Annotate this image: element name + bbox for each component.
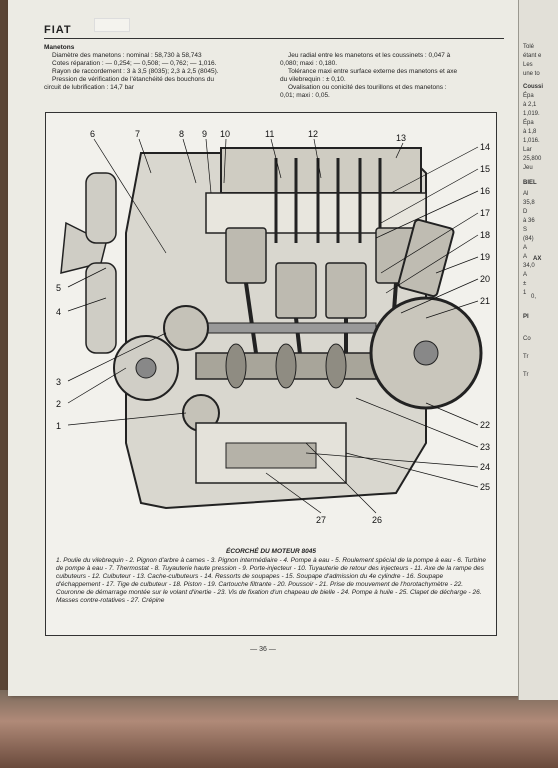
- callout-16: 16: [480, 186, 490, 196]
- brand-header: FIAT: [44, 24, 72, 36]
- callout-17: 17: [480, 208, 490, 218]
- text-line: Tolé: [523, 44, 535, 50]
- text-line: 1,016.: [523, 138, 540, 144]
- caption-title: ÉCORCHÉ DU MOTEUR 8045: [226, 548, 316, 555]
- text-line: Jeu: [523, 165, 533, 171]
- section-heading: Manetons: [44, 44, 75, 51]
- text-line: Ovalisation ou conicité des tourillons e…: [288, 84, 447, 91]
- text-line: étant e: [523, 53, 542, 59]
- callout-5: 5: [56, 283, 61, 293]
- text-line: (84): [523, 236, 534, 242]
- callout-7: 7: [135, 129, 140, 139]
- text-line: une to: [523, 71, 540, 77]
- text-line: du vilebrequin : ± 0,10.: [280, 76, 346, 83]
- text-line: circuit de lubrification : 14,7 bar: [44, 84, 134, 91]
- brand-logo: [94, 18, 130, 32]
- callout-9: 9: [202, 129, 207, 139]
- callout-21: 21: [480, 296, 490, 306]
- text-line: BIEL: [523, 180, 537, 186]
- callout-26: 26: [372, 515, 382, 525]
- text-line: 35,8: [523, 200, 535, 206]
- callout-12: 12: [308, 129, 318, 139]
- text-line: D: [523, 209, 528, 215]
- text-line: 0,: [531, 294, 537, 300]
- callout-27: 27: [316, 515, 326, 525]
- text-line: A: [523, 245, 528, 251]
- text-line: A: [523, 272, 528, 278]
- book-page: FIAT Manetons Diamètre des manetons : no…: [8, 0, 518, 696]
- text-line: Diamètre des manetons : nominal : 58,730…: [52, 52, 202, 59]
- text-line: à 36: [523, 218, 535, 224]
- text-line: Tolérance maxi entre surface externe des…: [288, 68, 458, 75]
- callout-6: 6: [90, 129, 95, 139]
- callout-22: 22: [480, 420, 490, 430]
- text-line: 1,019.: [523, 111, 540, 117]
- table-surface: [0, 690, 558, 768]
- callout-20: 20: [480, 274, 490, 284]
- header-rule: [44, 38, 504, 39]
- facing-page: Tolé étant e Les une to Coussi Épa à 2,1…: [518, 0, 558, 700]
- text-line: Épa: [523, 93, 534, 99]
- text-line: Tr: [523, 354, 529, 360]
- callout-25: 25: [480, 482, 490, 492]
- text-line: A: [523, 254, 528, 260]
- text-line: Lar: [523, 147, 532, 153]
- figure-caption: ÉCORCHÉ DU MOTEUR 8045 1. Poulie du vile…: [56, 548, 486, 605]
- callout-10: 10: [220, 129, 230, 139]
- callout-1: 1: [56, 421, 61, 431]
- text-line: AX: [533, 256, 542, 262]
- text-line: Al: [523, 191, 529, 197]
- callout-19: 19: [480, 252, 490, 262]
- text-line: 1: [523, 290, 527, 296]
- callout-18: 18: [480, 230, 490, 240]
- callout-15: 15: [480, 164, 490, 174]
- text-line: Rayon de raccordement : 3 à 3,5 (8035); …: [52, 68, 219, 75]
- text-line: 0,080; maxi : 0,180.: [280, 60, 338, 67]
- text-line: à 1,8: [523, 129, 537, 135]
- page-number: — 36 —: [250, 646, 276, 653]
- text-line: Épa: [523, 120, 534, 126]
- callout-2: 2: [56, 399, 61, 409]
- text-line: Pression de vérification de l'étanchéité…: [52, 76, 215, 83]
- callout-24: 24: [480, 462, 490, 472]
- text-line: Les: [523, 62, 533, 68]
- callout-3: 3: [56, 377, 61, 387]
- caption-text: 1. Poulie du vilebrequin - 2. Pignon d'a…: [56, 557, 487, 604]
- callout-14: 14: [480, 142, 490, 152]
- text-line: S: [523, 227, 528, 233]
- text-line: 25,800: [523, 156, 542, 162]
- text-line: 0,01; maxi : 0,05.: [280, 92, 330, 99]
- text-line: Cotes réparation : — 0,254; — 0,508; — 0…: [52, 60, 217, 67]
- text-line: PI: [523, 314, 529, 320]
- left-column: Manetons Diamètre des manetons : nominal…: [44, 44, 264, 92]
- text-line: Co: [523, 336, 531, 342]
- callout-4: 4: [56, 307, 61, 317]
- text-line: 34,0: [523, 263, 535, 269]
- text-line: ±: [523, 281, 527, 287]
- callout-13: 13: [396, 133, 406, 143]
- engine-cutaway-drawing: 6 7 8 9 10 11 12 13 14 15 16 17 18 19 20…: [56, 129, 490, 525]
- engine-figure: 6 7 8 9 10 11 12 13 14 15 16 17 18 19 20…: [45, 112, 497, 636]
- callout-23: 23: [480, 442, 490, 452]
- right-column: Jeu radial entre les manetons et les cou…: [280, 52, 500, 100]
- text-line: Coussi: [523, 84, 544, 90]
- text-line: Tr: [523, 372, 529, 378]
- callout-11: 11: [265, 129, 274, 139]
- callout-8: 8: [179, 129, 184, 139]
- text-line: à 2,1: [523, 102, 537, 108]
- text-line: Jeu radial entre les manetons et les cou…: [288, 52, 451, 59]
